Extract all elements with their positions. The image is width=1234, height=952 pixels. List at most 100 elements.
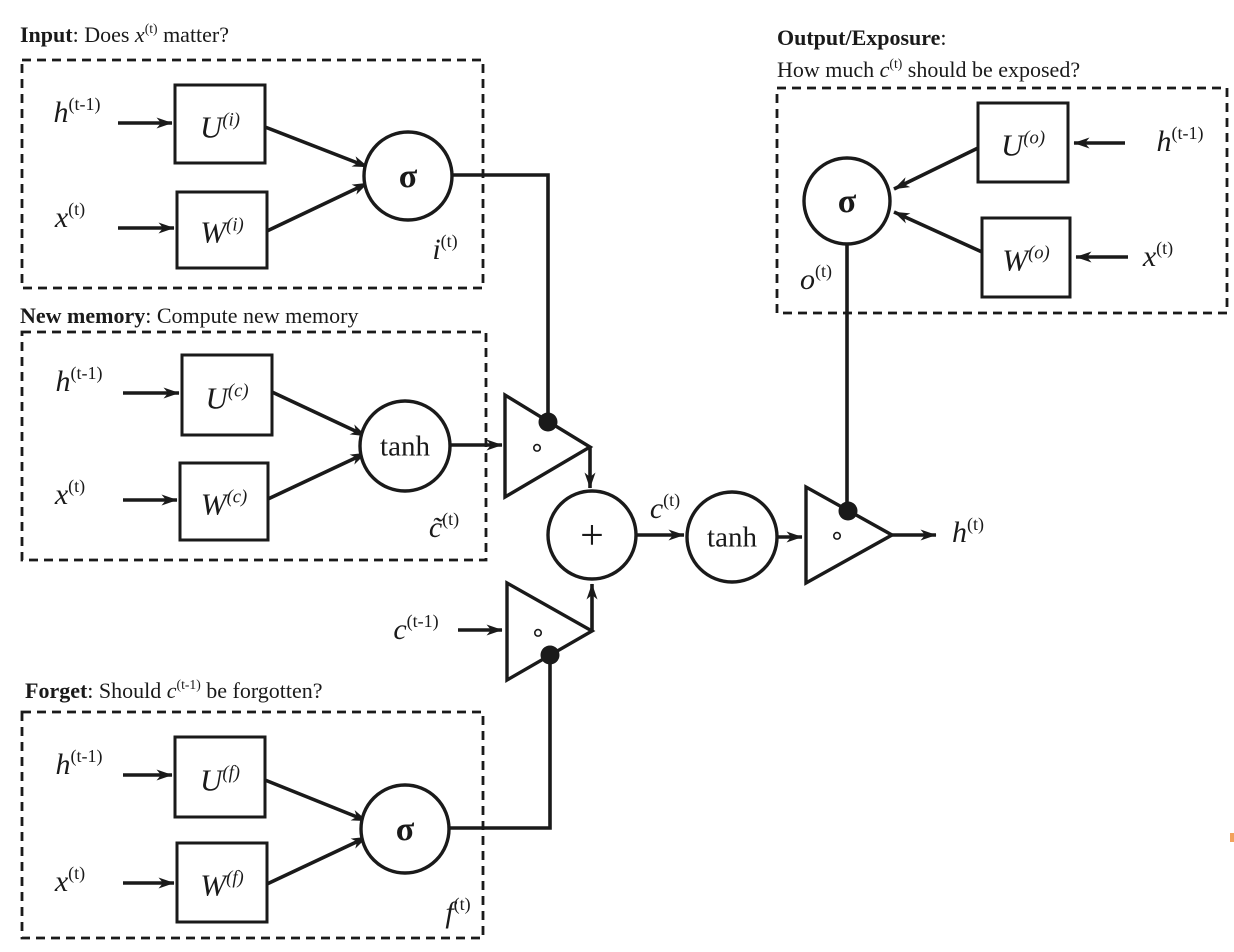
input-h-prev-label: h(t-1): [54, 95, 101, 128]
input-sigma-label: σ: [398, 158, 418, 195]
forget-x-sup: (t): [68, 863, 86, 884]
input-gate-signal-wire: [452, 173, 550, 416]
output-gate-title-line2: How much c(t) should be exposed?: [777, 56, 1080, 84]
u-i-sup: (i): [222, 109, 240, 131]
f-t-base: f: [445, 896, 454, 929]
forget-x-label: x(t): [54, 864, 85, 898]
cell-tanh-label: tanh: [707, 521, 757, 554]
output-h-sup: (t-1): [1171, 123, 1204, 144]
w-o-sup: (o): [1028, 242, 1050, 264]
output-h-prev-label: h(t-1): [1156, 124, 1204, 158]
forget-w-to-sigma-arrow: [266, 835, 368, 886]
newmem-u-to-tanh-arrow: [271, 390, 367, 438]
output-gate-triangle: [804, 484, 896, 586]
output-sigma-label: σ: [837, 183, 857, 220]
forget-gate-dashed-box: [20, 710, 485, 940]
c-prev-label: c(t-1): [393, 612, 438, 645]
c-t-base: c: [649, 492, 664, 525]
u-i-weight-box: [173, 83, 267, 165]
forget-title-mid: : Should: [87, 678, 167, 703]
output-w-to-sigma-arrow: [893, 210, 983, 254]
input-gate-title: Input: Does x(t) matter?: [20, 21, 229, 49]
forget-x-base: x: [54, 865, 69, 898]
sum-label: +: [580, 513, 604, 559]
u-f-label: U(f): [200, 762, 240, 798]
newmem-title-bold: New memory: [20, 303, 146, 328]
newmem-h-base: h: [55, 365, 71, 398]
newmem-title-tail: : Compute new memory: [145, 303, 359, 328]
u-c-label: U(c): [205, 380, 248, 416]
output-h-base: h: [1156, 125, 1172, 158]
output-gate-title-line1: Output/Exposure:: [777, 24, 947, 52]
forget-gate-title: Forget: Should c(t-1) be forgotten?: [25, 677, 323, 705]
forget-sigma-label: σ: [395, 811, 415, 848]
w-c-sup: (c): [226, 486, 248, 508]
forget-gate-tap-dot: [540, 645, 560, 665]
output-gate-tap-dot: [838, 501, 858, 521]
input-h-sup: (t-1): [68, 94, 101, 115]
output-x-label: x(t): [1142, 239, 1173, 273]
forget-title-math-sup: (t-1): [176, 677, 201, 692]
u-c-weight-box: [180, 353, 274, 437]
newmem-x-base: x: [54, 478, 69, 511]
u-f-weight-box: [173, 735, 267, 819]
output-gate-output-label: o(t): [800, 262, 832, 295]
w-i-base: W: [200, 214, 227, 250]
w-i-sup: (i): [226, 214, 244, 236]
output-x-base: x: [1142, 240, 1157, 273]
u-f-base: U: [200, 762, 223, 798]
screen-artifact: [1230, 833, 1234, 842]
sum-circle: [546, 489, 638, 581]
forget-gate-signal-wire: [449, 660, 552, 830]
c-t-sup: (t): [663, 490, 681, 511]
u-o-label: U(o): [1000, 127, 1046, 163]
u-c-base: U: [205, 380, 228, 416]
u-i-base: U: [200, 109, 223, 145]
h-out-label: h(t): [952, 515, 984, 548]
forget-sigma-circle: [359, 783, 451, 875]
forget-u-to-sigma-arrow: [264, 778, 368, 823]
newmem-tanh-label: tanh: [380, 430, 430, 463]
h-t-sup: (t): [967, 514, 984, 535]
c-prev-sup: (t-1): [406, 611, 439, 632]
c-tilde-base: c̃: [428, 511, 443, 544]
u-o-base: U: [1000, 127, 1024, 163]
output-title-bold: Output/Exposure: [777, 25, 941, 50]
o-t-sup: (t): [815, 261, 832, 282]
output-title-pre: How much: [777, 57, 880, 82]
w-o-weight-box: [980, 216, 1072, 299]
output-sigma-circle: [802, 156, 892, 246]
newmem-x-label: x(t): [54, 477, 85, 511]
w-c-weight-box: [178, 461, 270, 542]
output-x-sup: (t): [1156, 238, 1174, 259]
output-title-math: c: [879, 57, 890, 82]
input-gate-tap-dot: [538, 412, 558, 432]
u-o-sup: (o): [1023, 127, 1046, 149]
input-x-label: x(t): [54, 200, 85, 234]
input-x-base: x: [54, 201, 69, 234]
newmem-output-label: c̃(t): [428, 510, 459, 544]
newmem-h-prev-label: h(t-1): [55, 364, 103, 398]
w-c-label: W(c): [200, 486, 248, 522]
input-u-to-sigma-arrow: [264, 125, 369, 169]
hadamard-icon: ∘: [529, 618, 547, 648]
input-x-sup: (t): [68, 199, 86, 220]
w-c-base: W: [200, 486, 227, 522]
input-sigma-circle: [362, 130, 454, 222]
f-t-sup: (t): [453, 894, 471, 915]
output-title-colon: :: [940, 25, 947, 50]
input-title-tail: matter?: [157, 22, 230, 47]
forget-title-bold: Forget: [25, 678, 88, 703]
c-tilde-sup: (t): [442, 509, 460, 530]
w-i-label: W(i): [200, 214, 244, 250]
forget-title-tail: be forgotten?: [200, 678, 323, 703]
w-f-label: W(f): [200, 868, 243, 900]
output-u-to-sigma-arrow: [893, 146, 979, 191]
i-t-base: i: [432, 233, 441, 266]
forget-title-math: c: [166, 678, 177, 703]
forget-h-sup: (t-1): [70, 746, 103, 767]
w-o-label: W(o): [1002, 242, 1050, 275]
newmem-w-to-tanh-arrow: [267, 451, 367, 501]
